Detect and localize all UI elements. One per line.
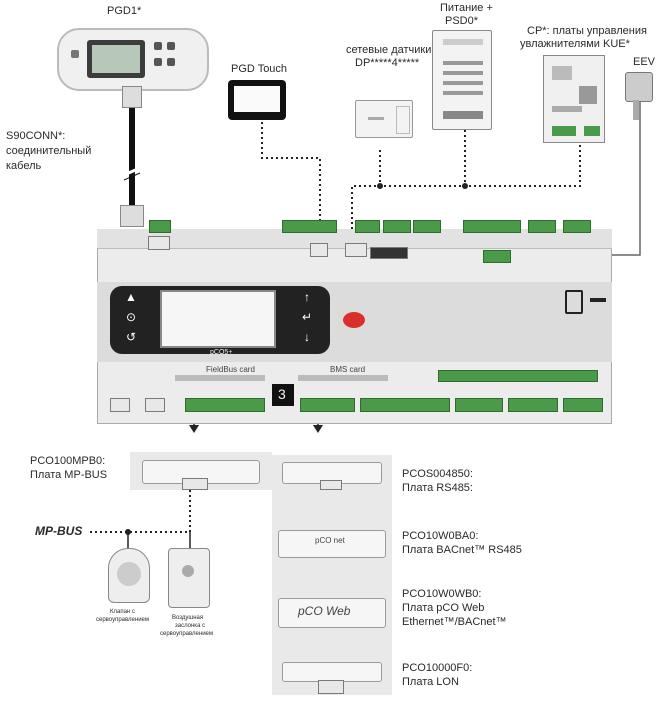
power-label-line2: PSD0* [445, 15, 478, 28]
valve-label-line1: Клапан с [110, 608, 135, 616]
seven-segment-value: 3 [278, 386, 286, 402]
eev-label: EEV [633, 56, 655, 69]
damper-label-line3: сервоуправлением [160, 630, 213, 638]
rs485-label-line1: PCOS004850: [402, 468, 473, 481]
eev-valve [625, 72, 653, 102]
lon-card-terminal [318, 680, 344, 694]
brand-label: pCO5+ [210, 349, 232, 356]
rs485-label-line2: Плата RS485: [402, 482, 473, 495]
esc-key[interactable]: ↺ [124, 330, 138, 344]
lon-label-line1: PCO10000F0: [402, 662, 472, 675]
terminal-j29 [508, 398, 558, 412]
network-sensor [355, 100, 413, 138]
terminal-j30 [563, 398, 603, 412]
pgd1-terminal [57, 28, 209, 91]
terminal-j25 [300, 398, 355, 412]
alarm-key[interactable]: ▲ [124, 290, 138, 304]
lon-card [282, 662, 382, 682]
bms-card-slot [298, 375, 388, 381]
terminal-j3 [355, 220, 380, 233]
mpb-card-terminal [182, 478, 208, 490]
terminal-j8 [563, 220, 591, 233]
mpbus-label: MP-BUS [35, 525, 82, 538]
bms-card-panel [272, 455, 392, 695]
cable-label-line3: кабель [6, 160, 41, 173]
bacnet-label-line2: Плата BACnet™ RS485 [402, 544, 522, 557]
pgd1-label: PGD1* [107, 5, 141, 18]
lcd-display [160, 290, 276, 348]
web-label-line2: Плата pCO Web [402, 602, 484, 615]
fieldbus-card-slot [175, 375, 265, 381]
pgd-touch-terminal [228, 80, 286, 120]
carel-logo [343, 312, 365, 328]
terminal-j7 [528, 220, 556, 233]
pgd1-connector [122, 86, 142, 108]
terminal-j28 [455, 398, 503, 412]
prg-key[interactable]: ⊙ [124, 310, 138, 324]
mpb-label-line2: Плата MP-BUS [30, 469, 107, 482]
mpb-label-line1: PCO100MPB0: [30, 455, 105, 468]
web-label-line1: PCO10W0WB0: [402, 588, 481, 601]
terminal-j21 [110, 398, 130, 412]
power-supply [432, 30, 492, 130]
valve-label-line2: сервоуправлением [96, 616, 149, 624]
bacnet-label-line1: PCO10W0BA0: [402, 530, 478, 543]
terminal-j5 [413, 220, 441, 233]
lon-label-line2: Плата LON [402, 676, 459, 689]
motorized-damper-shaft [182, 565, 194, 577]
cp-humidifier-board [543, 55, 605, 143]
down-key[interactable]: ↓ [300, 330, 314, 344]
terminal-j10 [148, 236, 170, 250]
fieldbus-card-label: FieldBus card [206, 365, 255, 374]
web-label-line3: Ethernet™/BACnet™ [402, 616, 507, 629]
valve-symbol-pipe [590, 298, 606, 302]
cable-label-line1: S90CONN*: [6, 130, 65, 143]
motorized-damper [168, 548, 210, 608]
terminal-j6 [463, 220, 521, 233]
terminal-j24 [145, 398, 165, 412]
pgd-touch-label: PGD Touch [231, 63, 287, 76]
power-label-line1: Питание + [440, 2, 493, 15]
terminal-j1 [149, 220, 171, 233]
enter-key[interactable]: ↵ [300, 310, 314, 324]
sensors-label-line2: DP*****4***** [355, 57, 419, 70]
motorized-valve-head [117, 562, 141, 586]
terminal-j27 [483, 250, 511, 263]
pco-web-card-logo: pCO Web [298, 604, 350, 618]
terminal-j26 [360, 398, 450, 412]
cp-label-line2: увлажнителями KUE* [520, 38, 630, 51]
cable-label-line2: соединительный [6, 145, 91, 158]
cp-label-line1: CP*: платы управления [527, 25, 647, 38]
valve-symbol [565, 290, 583, 314]
dip-switches [370, 247, 408, 259]
terminal-j23 [438, 370, 598, 382]
sensors-label-line1: сетевые датчики [346, 44, 431, 57]
bms-card-label: BMS card [330, 365, 365, 374]
bacnet-card-logo: pCO net [315, 536, 345, 545]
controller-connector [120, 205, 144, 227]
terminal-j22 [185, 398, 265, 412]
damper-label-line1: Воздушная [172, 614, 203, 622]
up-key[interactable]: ↑ [300, 290, 314, 304]
rs485-card-terminal [320, 480, 342, 490]
terminal-j11 [310, 243, 328, 257]
terminal-j2 [282, 220, 337, 233]
terminal-j9 [345, 243, 367, 257]
terminal-j4 [383, 220, 411, 233]
damper-label-line2: заслонка с [175, 622, 205, 630]
eev-pipe [633, 100, 639, 120]
